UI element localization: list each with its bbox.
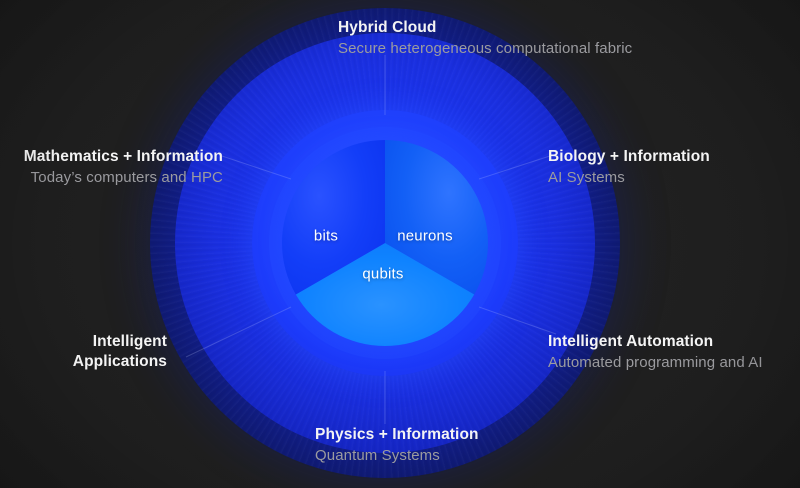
callout-applications: Intelligent Applications (17, 332, 167, 372)
callout-biology: Biology + Information AI Systems (548, 147, 710, 187)
callout-subtitle-automation: Automated programming and AI (548, 353, 763, 371)
pie-segment-bits (282, 140, 385, 295)
pie-segment-neurons (385, 140, 488, 295)
callout-physics: Physics + Information Quantum Systems (315, 425, 479, 465)
callout-title-biology: Biology + Information (548, 148, 710, 165)
callout-title-applications: Intelligent Applications (72, 333, 167, 370)
callout-mathematics: Mathematics + Information Today’s comput… (24, 147, 223, 187)
callout-title-physics: Physics + Information (315, 426, 479, 443)
callout-title-hybrid-cloud: Hybrid Cloud (338, 19, 437, 36)
pie-segment-qubits (295, 243, 475, 346)
callout-title-automation: Intelligent Automation (548, 333, 714, 350)
callout-title-mathematics: Mathematics + Information (23, 148, 223, 165)
core-pie-chart: bits neurons qubits (282, 140, 488, 346)
callout-subtitle-hybrid-cloud: Secure heterogeneous computational fabri… (338, 39, 633, 57)
callout-subtitle-mathematics: Today’s computers and HPC (30, 168, 223, 186)
callout-subtitle-biology: AI Systems (548, 168, 625, 186)
callout-hybrid-cloud: Hybrid Cloud Secure heterogeneous comput… (338, 18, 632, 58)
callout-subtitle-physics: Quantum Systems (315, 446, 440, 464)
callout-automation: Intelligent Automation Automated program… (548, 332, 763, 372)
